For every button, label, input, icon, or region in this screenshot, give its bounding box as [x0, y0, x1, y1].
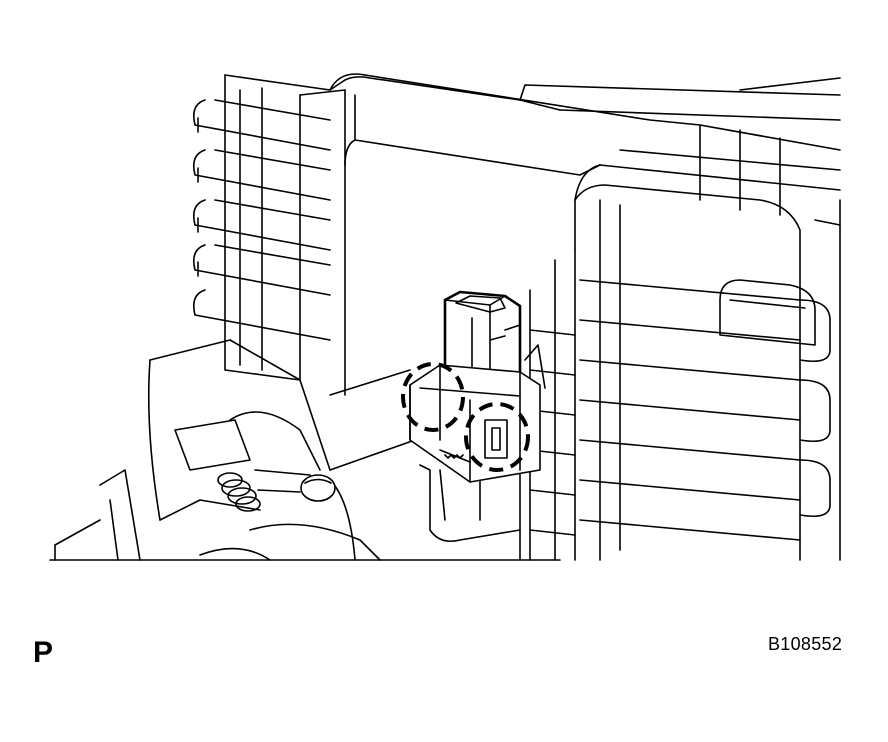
coil-spring	[217, 469, 336, 512]
sensor-connector	[409, 290, 546, 483]
heater-unit-line-drawing	[49, 73, 841, 561]
claw-left-circle	[401, 362, 465, 432]
claw-right-circle	[464, 402, 530, 472]
claw-highlights	[401, 362, 530, 472]
view-letter-label: P	[33, 636, 54, 669]
figure-code-label: B108552	[768, 634, 843, 654]
right-louver-housing	[529, 184, 841, 561]
upper-housing	[224, 73, 841, 396]
left-louver-housing	[192, 74, 346, 381]
lower-linkage	[49, 339, 561, 561]
